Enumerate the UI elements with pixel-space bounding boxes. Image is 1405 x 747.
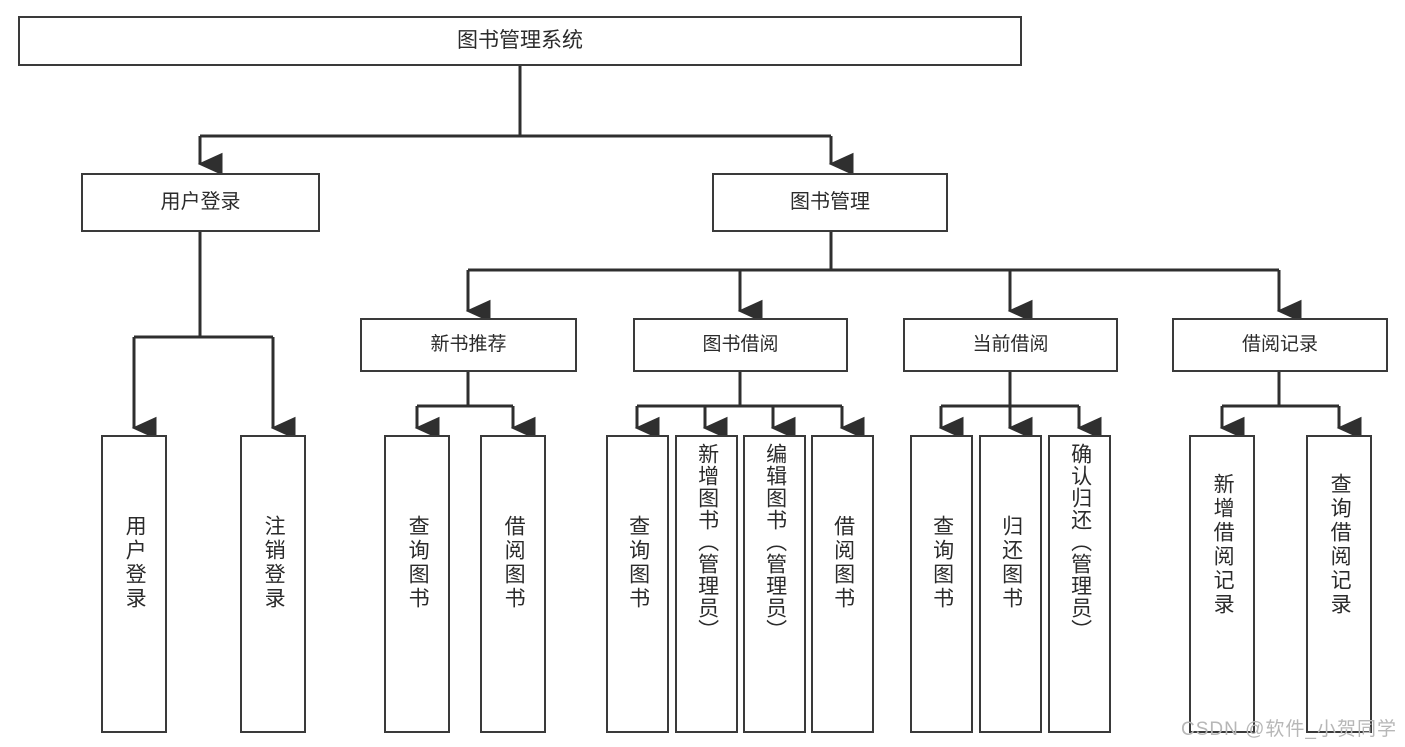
node-new-book-recommend[interactable]: 新书推荐 xyxy=(360,318,577,372)
node-user-login[interactable]: 用户登录 xyxy=(81,173,320,232)
node-label: 图书借阅 xyxy=(702,333,779,355)
node-label: 新书推荐 xyxy=(430,333,507,355)
node-leaf-confirm-return-admin[interactable]: 确认归还（管理员） xyxy=(1048,435,1111,733)
node-root-book-management-system[interactable]: 图书管理系统 xyxy=(18,16,1022,66)
node-label: 新增借阅记录 xyxy=(1211,473,1235,617)
node-label: 查询图书 xyxy=(406,515,430,611)
node-label: 注销登录 xyxy=(262,515,286,611)
node-label: 借阅图书 xyxy=(502,515,526,611)
node-label: 图书管理系统 xyxy=(457,28,583,52)
node-leaf-add-book-admin[interactable]: 新增图书（管理员） xyxy=(675,435,738,733)
node-borrow-record[interactable]: 借阅记录 xyxy=(1172,318,1388,372)
node-leaf-borrow-book-recommend[interactable]: 借阅图书 xyxy=(480,435,546,733)
node-leaf-query-book-current[interactable]: 查询图书 xyxy=(910,435,973,733)
node-label: 查询图书 xyxy=(626,515,650,611)
node-label: 查询借阅记录 xyxy=(1328,473,1352,617)
node-book-borrow[interactable]: 图书借阅 xyxy=(633,318,848,372)
node-book-management[interactable]: 图书管理 xyxy=(712,173,948,232)
node-leaf-edit-book-admin[interactable]: 编辑图书（管理员） xyxy=(743,435,806,733)
csdn-watermark: CSDN @软件_小贺同学 xyxy=(1181,719,1397,740)
node-label: 用户登录 xyxy=(123,515,147,611)
node-leaf-logout[interactable]: 注销登录 xyxy=(240,435,306,733)
node-label: 当前借阅 xyxy=(972,333,1049,355)
node-current-borrow[interactable]: 当前借阅 xyxy=(903,318,1118,372)
node-label: 图书管理 xyxy=(790,190,870,213)
node-label: 借阅记录 xyxy=(1241,333,1318,355)
node-label: 查询图书 xyxy=(930,515,954,611)
node-leaf-query-book-borrow[interactable]: 查询图书 xyxy=(606,435,669,733)
node-leaf-add-borrow-record[interactable]: 新增借阅记录 xyxy=(1189,435,1255,733)
node-leaf-borrow-book[interactable]: 借阅图书 xyxy=(811,435,874,733)
node-leaf-query-borrow-record[interactable]: 查询借阅记录 xyxy=(1306,435,1372,733)
node-label: 编辑图书（管理员） xyxy=(763,443,787,641)
node-label: 新增图书（管理员） xyxy=(695,443,719,641)
node-label: 归还图书 xyxy=(999,515,1023,611)
node-label: 用户登录 xyxy=(160,190,241,213)
node-leaf-return-book[interactable]: 归还图书 xyxy=(979,435,1042,733)
node-leaf-user-login[interactable]: 用户登录 xyxy=(101,435,167,733)
node-leaf-query-book-recommend[interactable]: 查询图书 xyxy=(384,435,450,733)
node-label: 借阅图书 xyxy=(831,515,855,611)
node-label: 确认归还（管理员） xyxy=(1068,443,1092,641)
